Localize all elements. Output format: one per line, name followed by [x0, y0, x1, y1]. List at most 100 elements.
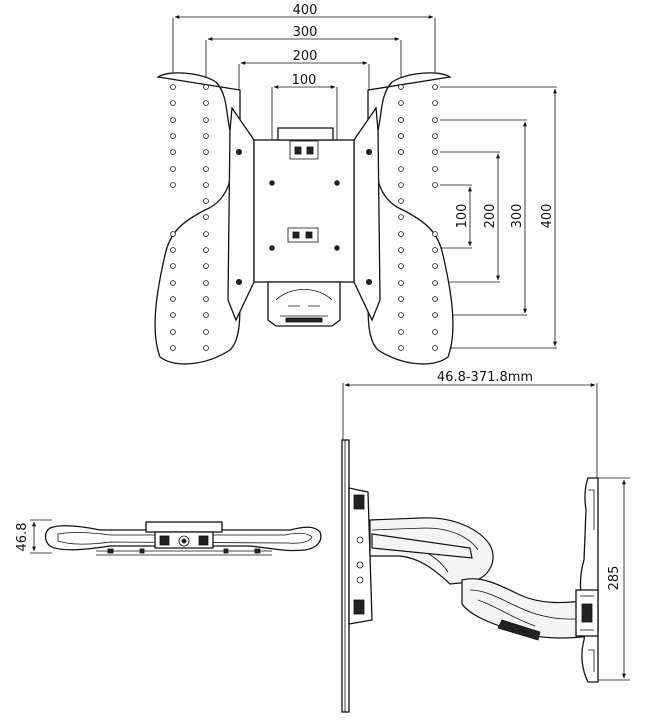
front-view: 400 300 200 100 100 200 300 400: [154, 3, 557, 365]
tv-bracket-side: [348, 487, 373, 625]
lower-mount-bar: [285, 317, 323, 323]
mounting-hole: [203, 329, 209, 335]
lower-mount-inner: [280, 305, 328, 317]
dim-label-400-right: 400: [540, 204, 555, 229]
mounting-hole: [170, 166, 176, 172]
dim-label-300-top: 300: [293, 25, 318, 40]
top-view-plate-inner: [57, 532, 313, 545]
top-view-center-block: [145, 521, 223, 533]
mounting-hole: [432, 84, 438, 90]
wing-hole-pattern: [170, 84, 438, 351]
top-clip-tab-left: [294, 146, 302, 155]
mounting-hole: [432, 296, 438, 302]
mounting-hole: [398, 100, 404, 106]
mounting-hole: [203, 263, 209, 269]
mounting-hole: [170, 100, 176, 106]
mounting-hole: [203, 312, 209, 318]
right-wing-plate: [367, 72, 454, 365]
mounting-hole: [170, 329, 176, 335]
mounting-hole: [170, 280, 176, 286]
mounting-hole: [203, 117, 209, 123]
mounting-hole: [398, 117, 404, 123]
mounting-hole: [398, 198, 404, 204]
mounting-hole: [203, 214, 209, 220]
center-plate: [253, 139, 355, 283]
mounting-hole: [170, 133, 176, 139]
mounting-hole: [398, 280, 404, 286]
lock-lever: [497, 619, 541, 641]
mounting-hole: [432, 182, 438, 188]
mounting-hole: [398, 149, 404, 155]
mounting-hole: [432, 345, 438, 351]
top-clip-slot: [289, 140, 319, 160]
side-view: 46.8-371.8mm 285: [341, 370, 630, 713]
mounting-hole: [203, 296, 209, 302]
dim-label-200-right: 200: [483, 204, 498, 229]
tv-plate-side: [341, 439, 350, 713]
mounting-hole: [432, 149, 438, 155]
middle-slot-tab-right: [305, 231, 313, 239]
mounting-hole: [398, 345, 404, 351]
dim-label-400-top: 400: [293, 3, 318, 18]
mounting-hole: [170, 312, 176, 318]
left-inner-plate: [227, 106, 255, 322]
top-clip: [277, 127, 334, 141]
mounting-hole: [432, 247, 438, 253]
mounting-hole: [432, 280, 438, 286]
lower-mount-arc: [275, 289, 333, 301]
front-vertical-dimensions: [440, 86, 557, 349]
middle-slot: [287, 227, 319, 243]
mounting-hole: [432, 100, 438, 106]
mounting-hole: [398, 84, 404, 90]
mounting-hole: [203, 149, 209, 155]
mounting-hole: [432, 312, 438, 318]
extension-dimension-label: 46.8-371.8mm: [437, 370, 533, 385]
mounting-hole: [398, 214, 404, 220]
height-dimension-label: 285: [607, 566, 622, 591]
mounting-hole: [170, 247, 176, 253]
mounting-hole: [170, 149, 176, 155]
mounting-hole: [398, 182, 404, 188]
top-clip-tab-right: [306, 146, 314, 155]
right-inner-plate: [353, 106, 381, 322]
depth-dimension-label: 46.8: [15, 523, 30, 552]
mounting-hole: [203, 280, 209, 286]
mounting-hole: [398, 329, 404, 335]
wall-plate-side: [579, 477, 599, 683]
mounting-hole: [203, 182, 209, 188]
top-view: 46.8: [15, 519, 322, 556]
mounting-hole: [432, 166, 438, 172]
mounting-hole: [398, 263, 404, 269]
mounting-hole: [398, 133, 404, 139]
mounting-hole: [432, 263, 438, 269]
mounting-hole: [398, 166, 404, 172]
mounting-hole: [203, 133, 209, 139]
mounting-hole: [432, 117, 438, 123]
mounting-hole: [432, 133, 438, 139]
mounting-hole: [203, 247, 209, 253]
middle-slot-tab-left: [292, 231, 300, 239]
mounting-hole: [203, 198, 209, 204]
mounting-hole: [432, 231, 438, 237]
left-wing-plate: [154, 72, 241, 365]
mounting-hole: [398, 296, 404, 302]
mounting-hole: [170, 117, 176, 123]
dim-label-100-top: 100: [292, 73, 317, 88]
dim-label-300-right: 300: [510, 204, 525, 229]
gas-strut: [371, 533, 473, 559]
mounting-hole: [170, 296, 176, 302]
mounting-hole: [398, 312, 404, 318]
mounting-hole: [170, 231, 176, 237]
mounting-hole: [398, 247, 404, 253]
mounting-hole: [203, 100, 209, 106]
mounting-hole: [203, 84, 209, 90]
mounting-hole: [170, 263, 176, 269]
dim-label-200-top: 200: [293, 49, 318, 64]
mounting-hole: [398, 231, 404, 237]
dim-label-100-right: 100: [455, 204, 470, 229]
mounting-hole: [170, 345, 176, 351]
center-plate-holes: [235, 148, 372, 285]
mounting-hole: [432, 329, 438, 335]
